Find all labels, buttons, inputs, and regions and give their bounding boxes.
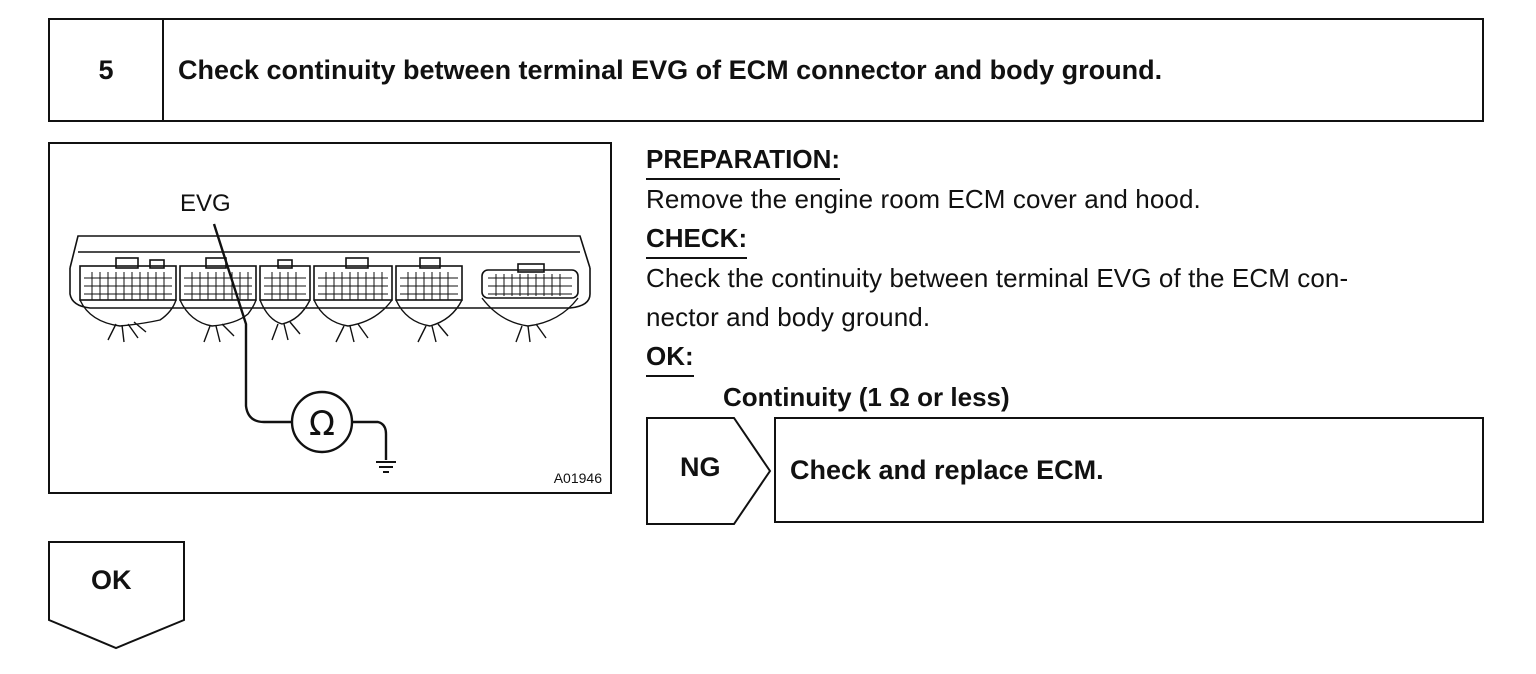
ng-action-text: Check and replace ECM. <box>790 454 1104 485</box>
ok-label: OK <box>91 565 132 595</box>
ok-heading: OK: <box>646 337 694 377</box>
ng-arrow-shape <box>646 417 772 525</box>
instructions: PREPARATION: Remove the engine room ECM … <box>646 140 1486 417</box>
ok-spec: Continuity (1 Ω or less) <box>723 382 1010 412</box>
figure-id: A01946 <box>553 470 602 486</box>
ng-action-box: Check and replace ECM. <box>774 417 1484 523</box>
terminal-label: EVG <box>180 190 231 217</box>
step-title: Check continuity between terminal EVG of… <box>178 54 1163 85</box>
preparation-text: Remove the engine room ECM cover and hoo… <box>646 184 1201 214</box>
ground-symbol-icon <box>376 461 396 473</box>
ohmmeter-icon: Ω <box>290 390 354 454</box>
check-text-line2: nector and body ground. <box>646 302 931 332</box>
ok-arrow-shape <box>48 541 185 650</box>
step-header: 5 Check continuity between terminal EVG … <box>48 18 1484 122</box>
check-heading: CHECK: <box>646 219 748 259</box>
ecm-connector-icon: Ω <box>69 223 591 473</box>
connector-illustration: Ω EVG A01946 <box>48 142 612 494</box>
check-text-line1: Check the continuity between terminal EV… <box>646 263 1349 293</box>
svg-text:Ω: Ω <box>309 404 335 444</box>
preparation-heading: PREPARATION: <box>646 140 841 180</box>
ng-label: NG <box>680 452 721 482</box>
step-number: 5 <box>50 20 164 120</box>
